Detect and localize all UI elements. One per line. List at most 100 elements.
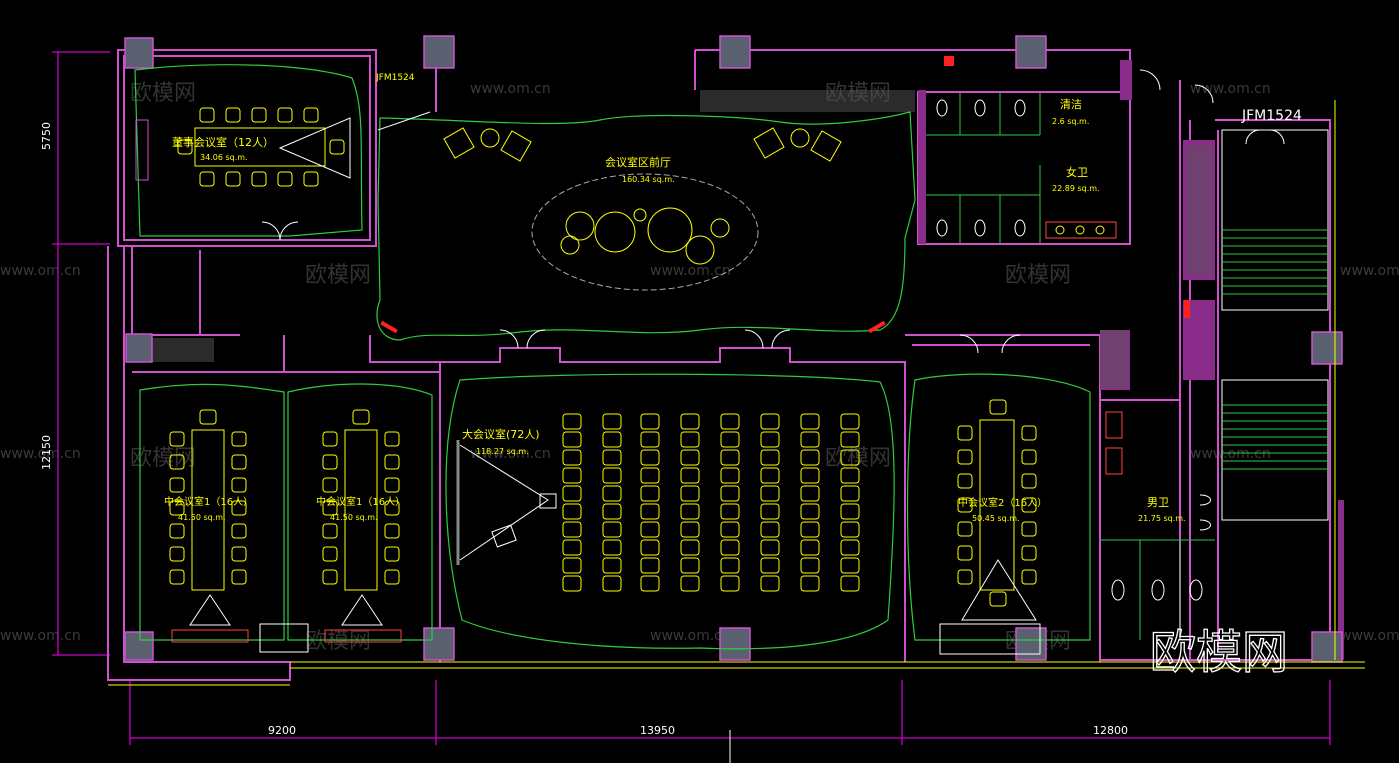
watermark-url: www.om.cn xyxy=(470,446,551,462)
seat xyxy=(562,449,582,466)
seat xyxy=(680,503,700,520)
seat xyxy=(680,557,700,574)
seat xyxy=(760,467,780,484)
seat xyxy=(680,449,700,466)
large-room-screen xyxy=(456,440,557,565)
walls xyxy=(107,40,1340,681)
seat xyxy=(800,431,820,448)
watermark-url: www.om.cn xyxy=(470,81,551,97)
seat xyxy=(640,521,660,538)
seat xyxy=(562,575,582,592)
seat xyxy=(840,467,860,484)
seat xyxy=(640,557,660,574)
seat xyxy=(680,485,700,502)
seat xyxy=(680,413,700,430)
seat xyxy=(720,521,740,538)
mens-toilet-fixtures xyxy=(1100,411,1215,640)
cleaning-room-name: 清洁 xyxy=(1060,98,1082,111)
brand-logo: 欧模网 xyxy=(1150,625,1288,679)
seat xyxy=(602,413,622,430)
door-swings xyxy=(261,69,1285,354)
seat xyxy=(760,485,780,502)
meeting-room-2-name: 中会议室2（16人） xyxy=(958,496,1047,509)
seat xyxy=(760,413,780,430)
watermark-url: www.om.cn xyxy=(0,263,81,279)
seat xyxy=(800,449,820,466)
meeting-room-2-area: 50.45 sq.m. xyxy=(972,514,1020,523)
seat xyxy=(680,539,700,556)
seat xyxy=(720,431,740,448)
chair-row xyxy=(177,107,345,187)
dimension-bottom-left: 9200 xyxy=(268,724,296,737)
board-room-furniture xyxy=(135,107,351,187)
womens-toilet-area: 22.89 sq.m. xyxy=(1052,184,1100,193)
meeting-room-1a-furniture xyxy=(169,409,249,643)
seat xyxy=(760,575,780,592)
seat xyxy=(640,539,660,556)
seat xyxy=(720,413,740,430)
dimension-bottom-right: 12800 xyxy=(1093,724,1128,737)
fire-equipment xyxy=(380,56,1190,334)
seat xyxy=(800,539,820,556)
seat xyxy=(680,467,700,484)
watermark-url: www.om.cn xyxy=(650,263,731,279)
womens-toilet-fixtures xyxy=(926,92,1117,244)
seat xyxy=(800,413,820,430)
seat xyxy=(562,431,582,448)
seat xyxy=(760,449,780,466)
seat xyxy=(602,431,622,448)
seat xyxy=(562,521,582,538)
seat xyxy=(562,503,582,520)
seat xyxy=(720,467,740,484)
seat xyxy=(760,521,780,538)
meeting-room-1b-area: 41.50 sq.m. xyxy=(330,513,378,522)
seat xyxy=(640,485,660,502)
seat xyxy=(800,467,820,484)
seat xyxy=(602,503,622,520)
board-room-name: 董事会议室（12人） xyxy=(172,135,274,149)
watermark-brand: 欧模网 xyxy=(130,81,196,106)
seat xyxy=(602,539,622,556)
seat xyxy=(680,431,700,448)
seat xyxy=(760,431,780,448)
seat xyxy=(720,449,740,466)
seat xyxy=(640,575,660,592)
stairwell xyxy=(1221,129,1329,521)
watermark-brand: 欧模网 xyxy=(305,263,371,288)
seat xyxy=(562,485,582,502)
seat xyxy=(800,503,820,520)
door-code-stair: JFM1524 xyxy=(1241,108,1302,124)
meeting-room-1b-name: 中会议室1（16人） xyxy=(316,495,405,508)
seat xyxy=(760,503,780,520)
dimension-bottom-middle: 13950 xyxy=(640,724,675,737)
seat xyxy=(720,557,740,574)
meeting-room-2-furniture xyxy=(939,399,1041,655)
seat xyxy=(602,557,622,574)
watermark-brand: 欧模网 xyxy=(825,446,891,471)
seat xyxy=(640,449,660,466)
seat xyxy=(720,485,740,502)
seat xyxy=(800,485,820,502)
watermark-url: www.om.cn xyxy=(650,628,731,644)
seat xyxy=(562,413,582,430)
meeting-room-1a-name: 中会议室1（16人） xyxy=(164,495,253,508)
cleaning-room-area: 2.6 sq.m. xyxy=(1052,117,1089,126)
board-room-area: 34.06 sq.m. xyxy=(200,153,248,162)
meeting-room-1a-area: 41.50 sq.m. xyxy=(178,513,226,522)
seat xyxy=(840,503,860,520)
watermark-brand: 欧模网 xyxy=(130,446,196,471)
seat xyxy=(840,575,860,592)
seat xyxy=(720,539,740,556)
seat xyxy=(720,575,740,592)
seat xyxy=(602,449,622,466)
seat xyxy=(640,503,660,520)
watermark-url: www.om.cn xyxy=(0,446,81,462)
seat xyxy=(602,575,622,592)
seat xyxy=(562,467,582,484)
seat xyxy=(602,467,622,484)
large-room-seating xyxy=(562,413,860,592)
lobby-name: 会议室区前厅 xyxy=(605,155,671,169)
large-meeting-room-area: 118.27 sq.m. xyxy=(476,447,529,456)
watermark-url: www.om.cn xyxy=(1340,628,1399,644)
